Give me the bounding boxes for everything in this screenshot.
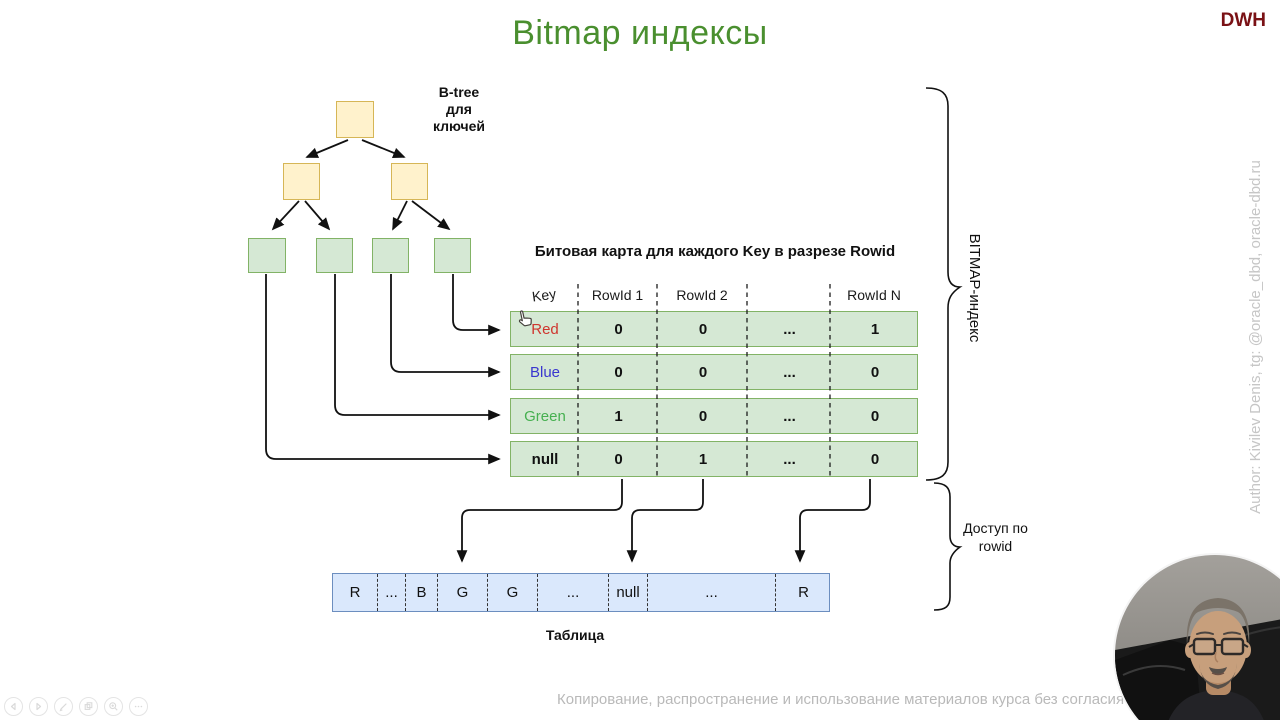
table-row: Blue 0 0 ... 0 [510, 354, 918, 390]
magnifier-icon [109, 702, 118, 711]
cell-value: 1 [698, 450, 708, 468]
heap-cell: B [406, 574, 438, 611]
cell-value: 0 [870, 407, 880, 425]
cell-value: ... [783, 320, 796, 338]
copy-icon [84, 702, 93, 710]
column-header-gap [747, 284, 830, 306]
btree-leaf-node-4 [434, 238, 471, 273]
cell-value: 0 [698, 363, 708, 381]
play-icon [36, 702, 42, 711]
btree-root-node [336, 101, 374, 138]
heap-cell: G [488, 574, 538, 611]
btree-branch-node-right [391, 163, 428, 200]
cell-value: ... [783, 450, 796, 468]
cell-value: 1 [614, 407, 623, 425]
zoom-button[interactable] [104, 697, 123, 716]
table-row: null 0 1 ... 0 [510, 441, 918, 477]
player-controls [4, 697, 148, 716]
heap-cell: ... [648, 574, 776, 611]
copyright-note: Копирование, распространение и использов… [557, 691, 1145, 708]
cell-value: 0 [870, 363, 880, 381]
copy-button[interactable] [79, 697, 98, 716]
ellipsis-icon [134, 705, 143, 708]
heap-cell: G [438, 574, 488, 611]
rowid-access-brace-label: Доступ по rowid [963, 520, 1028, 554]
heap-cell: R [798, 584, 809, 601]
heap-cell: ... [378, 574, 406, 611]
column-header-key: Key [530, 285, 558, 305]
play-button[interactable] [29, 697, 48, 716]
row-key-red: Red [531, 320, 559, 338]
dwh-logo: DWH [1220, 10, 1266, 31]
btree-leaf-node-1 [248, 238, 286, 273]
heap-table-label: Таблица [545, 627, 605, 643]
hand-cursor-icon [518, 310, 532, 327]
pencil-icon [59, 703, 67, 712]
more-button[interactable] [129, 697, 148, 716]
column-header-rowidn: RowId N [847, 287, 901, 303]
table-row: Green 1 0 ... 0 [510, 398, 918, 434]
heap-cell: R [333, 574, 378, 611]
column-header-rowid1: RowId 1 [591, 287, 644, 303]
row-key-green: Green [524, 407, 566, 425]
bitmap-index-brace-label: BITMAP-индекс [966, 233, 983, 343]
btree-leaf-node-3 [372, 238, 409, 273]
column-header-rowid2: RowId 2 [676, 287, 728, 303]
cell-value: 1 [870, 320, 880, 338]
bitmap-table-header: Key RowId 1 RowId 2 RowId N [510, 284, 918, 306]
previous-icon [10, 702, 16, 711]
heap-cell: null [609, 574, 648, 611]
author-watermark: Author: Kivilev Denis, tg: @oracle_dbd, … [1247, 160, 1264, 514]
webcam-video[interactable] [1115, 555, 1280, 720]
heap-cell: ... [538, 574, 609, 611]
cell-value: 0 [614, 363, 623, 381]
cell-value: ... [783, 407, 796, 425]
btree-branch-node-left [283, 163, 320, 200]
cell-value: ... [783, 363, 796, 381]
bitmap-table-title: Битовая карта для каждого Key в разрезе … [534, 243, 896, 260]
btree-label: B-tree для ключей [432, 84, 485, 134]
brace-bitmap-index [925, 87, 963, 481]
page-title: Bitmap индексы [512, 14, 768, 52]
btree-leaf-node-2 [316, 238, 353, 273]
cell-value: 0 [870, 450, 880, 468]
presenter-avatar [1115, 555, 1280, 720]
cell-value: 0 [614, 450, 623, 468]
row-key-blue: Blue [529, 363, 561, 381]
cell-value: 0 [698, 407, 708, 425]
cell-value: 0 [698, 320, 708, 338]
row-key-null: null [531, 450, 559, 468]
previous-button[interactable] [4, 697, 23, 716]
edit-button[interactable] [54, 697, 73, 716]
heap-table: R ... B G G ... null ... R [332, 573, 830, 612]
table-row: Red 0 0 ... 1 [510, 311, 918, 347]
cell-value: 0 [614, 320, 623, 338]
